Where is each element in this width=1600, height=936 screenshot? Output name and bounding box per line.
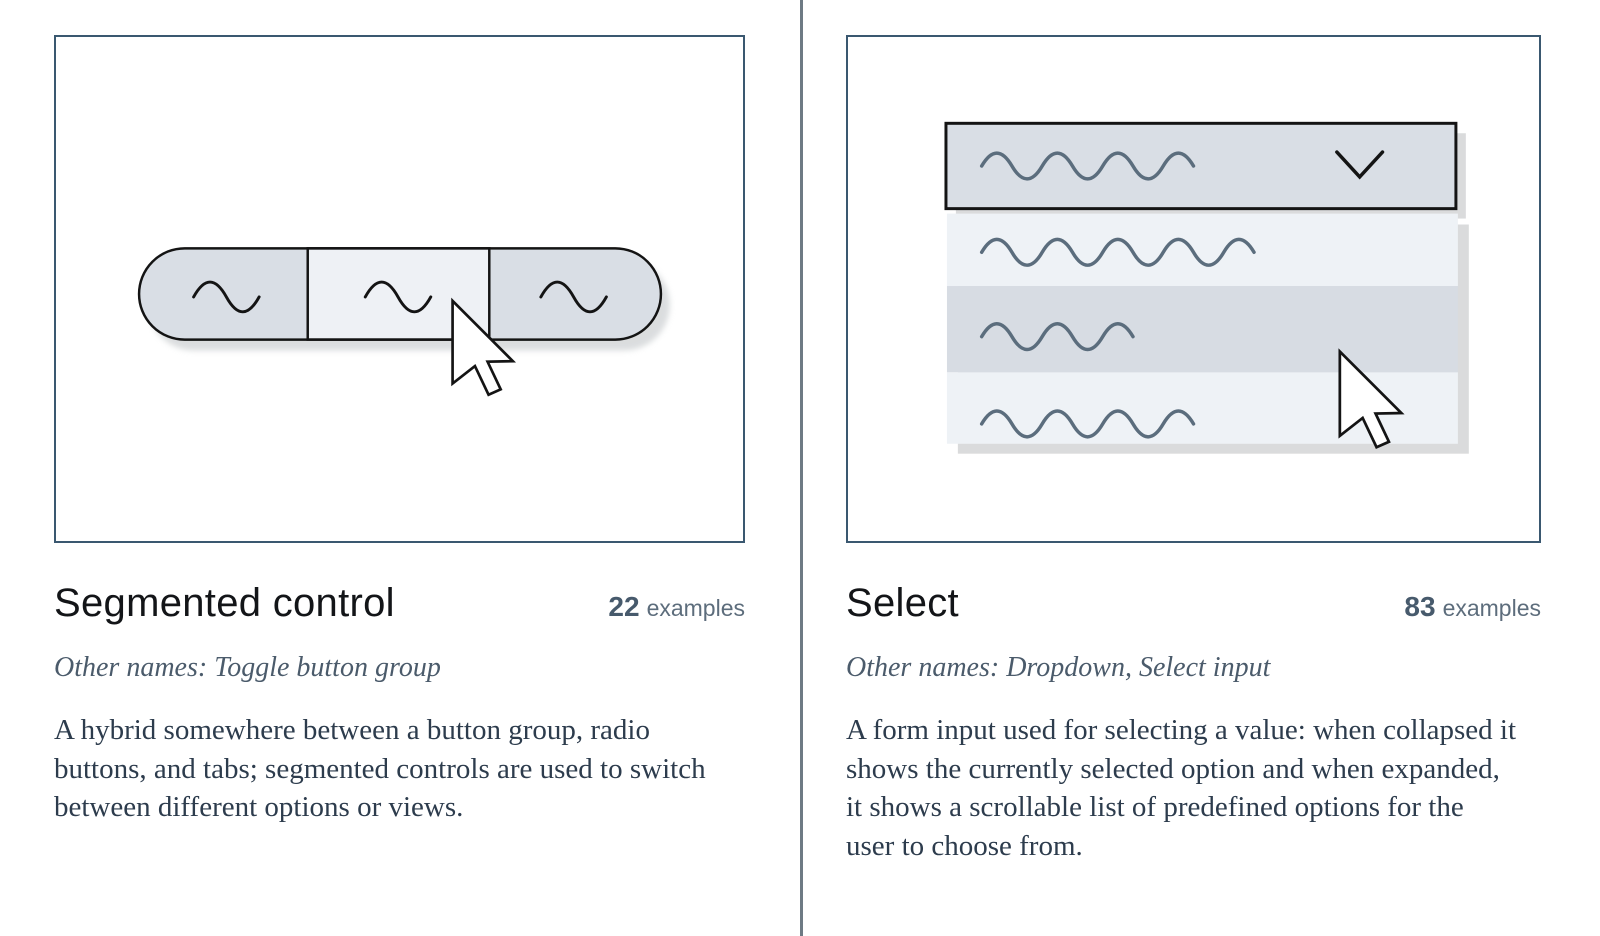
- dropdown-option-row: [946, 213, 1458, 287]
- wave-placeholder-line: [363, 280, 433, 314]
- select-illustration: [944, 121, 1469, 454]
- cursor-icon: [1338, 348, 1405, 450]
- examples-label: examples: [646, 595, 745, 621]
- component-title: Segmented control: [54, 581, 395, 625]
- cursor-icon: [451, 297, 517, 397]
- chevron-down-icon: [1335, 150, 1385, 180]
- wave-placeholder-line: [979, 322, 1135, 352]
- pill-outline: [137, 247, 663, 341]
- segmented-control-illustration: [137, 247, 670, 397]
- select-card[interactable]: [846, 35, 1541, 543]
- wave-placeholder-line: [979, 151, 1196, 181]
- select-closed-box: [944, 121, 1458, 211]
- component-title: Select: [846, 581, 959, 625]
- wave-placeholder-line: [979, 409, 1196, 439]
- wave-placeholder-line: [979, 237, 1256, 267]
- component-description: A form input used for selecting a value:…: [846, 714, 1517, 862]
- examples-number: 22: [608, 591, 640, 622]
- other-names: Other names: Dropdown, Select input: [846, 652, 1271, 683]
- component-description: A hybrid somewhere between a button grou…: [54, 714, 706, 823]
- dropdown-option-row-highlighted: [946, 286, 1458, 373]
- other-names: Other names: Toggle button group: [54, 652, 441, 683]
- examples-label: examples: [1442, 595, 1541, 621]
- segmented-control-card[interactable]: [54, 35, 745, 543]
- wave-placeholder-line: [192, 280, 261, 314]
- examples-number: 83: [1404, 591, 1436, 622]
- wave-placeholder-line: [539, 280, 608, 314]
